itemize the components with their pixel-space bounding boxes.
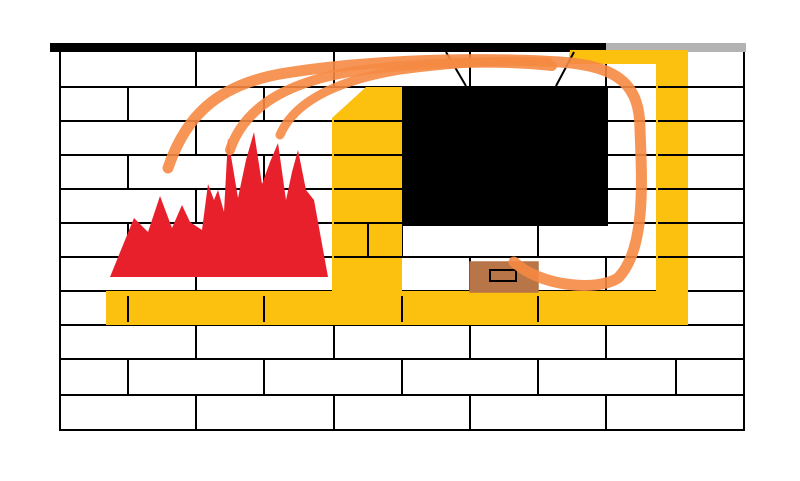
cable-bundle	[162, 54, 647, 291]
brown-box-slot	[489, 269, 517, 282]
duct-joints	[127, 86, 688, 322]
top-bar-black	[50, 43, 606, 52]
top-bar-gray	[606, 43, 746, 52]
cable-outer	[162, 54, 647, 291]
duct-bottom-run	[106, 291, 688, 325]
unit-body	[402, 86, 608, 226]
duct-right-riser	[568, 50, 688, 291]
black-unit	[402, 51, 608, 226]
flame-icon	[110, 132, 328, 277]
duct-system	[106, 50, 688, 325]
cable-inner	[275, 56, 553, 140]
